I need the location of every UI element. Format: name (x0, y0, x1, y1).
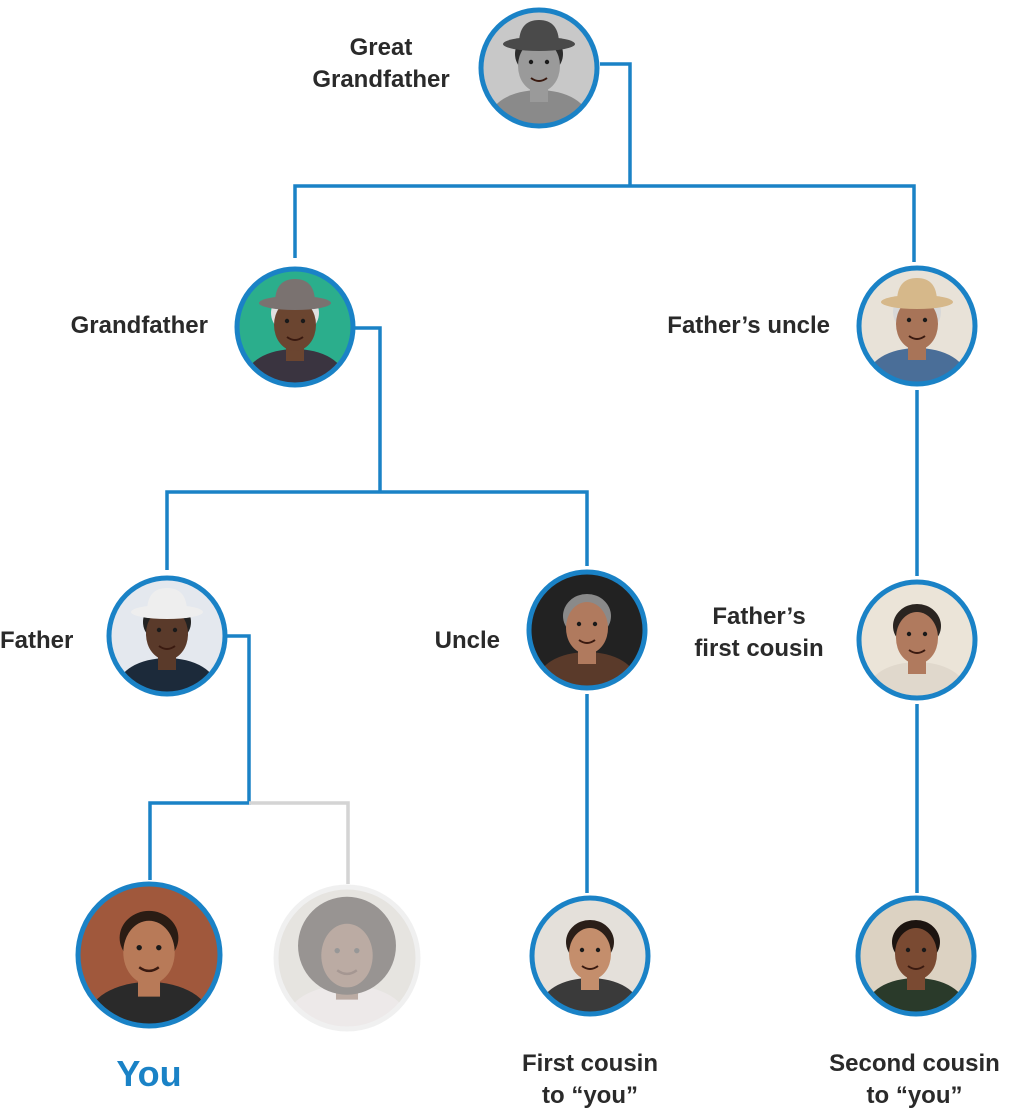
portrait-uncle (526, 569, 648, 691)
label-you: You (116, 1053, 182, 1094)
label-grandfather: Grandfather (70, 312, 208, 339)
portrait-fathers-uncle (856, 265, 978, 387)
connector-generation-2-bar (165, 490, 589, 570)
label-uncle: Uncle (434, 627, 500, 654)
bearded-man-portrait-icon (532, 898, 648, 1014)
label-father: Father (0, 627, 74, 654)
young-man-portrait-icon (78, 884, 220, 1026)
connector-sibling (249, 801, 350, 884)
label-great-grandfather: Great Grandfather (312, 34, 450, 93)
portrait-father (106, 575, 228, 697)
portrait-you (75, 881, 223, 1029)
young-man-portrait-icon (858, 898, 974, 1014)
elderly-man-portrait-icon (237, 269, 353, 385)
vintage-portrait-icon (481, 10, 597, 126)
portrait-fathers-first-cousin (856, 579, 978, 701)
man-portrait-icon (529, 572, 645, 688)
portrait-grandfather (234, 266, 356, 388)
connector-generation-1-bar (293, 184, 916, 262)
connector-grandfather (353, 326, 382, 492)
tree-connectors (148, 62, 919, 893)
portrait-second-cousin (855, 895, 977, 1017)
connector-great-grandfather (600, 62, 632, 186)
label-fathers-first-cousin: Father’s first cousin (694, 603, 824, 662)
smiling-man-portrait-icon (109, 578, 225, 694)
young-woman-portrait-icon (276, 887, 418, 1029)
portrait-sibling (273, 884, 421, 1032)
label-fathers-uncle: Father’s uncle (667, 312, 830, 339)
label-first-cousin: First cousin to “you” (521, 1050, 659, 1109)
portrait-first-cousin (529, 895, 651, 1017)
man-portrait-icon (859, 582, 975, 698)
label-second-cousin: Second cousin to “you” (829, 1050, 1000, 1109)
elderly-man-portrait-icon (859, 268, 975, 384)
portrait-great-grandfather (478, 7, 600, 129)
